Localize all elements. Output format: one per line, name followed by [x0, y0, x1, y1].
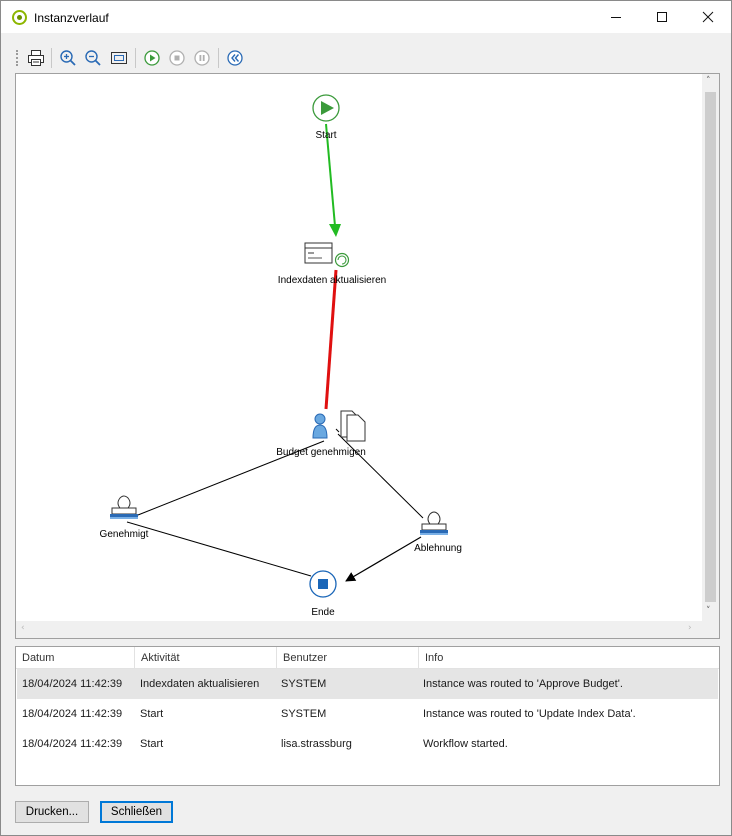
cell-activity: Start	[140, 738, 164, 750]
maximize-button[interactable]	[639, 1, 685, 33]
index-data-label: Indexdaten aktualisieren	[277, 275, 387, 286]
cell-date: 18/04/2024 11:42:39	[22, 678, 123, 690]
print-button[interactable]	[26, 48, 46, 68]
history-list[interactable]: Datum Aktivität Benutzer Info 18/04/2024…	[15, 646, 720, 786]
back-button[interactable]	[225, 48, 245, 68]
zoom-out-icon	[85, 50, 101, 66]
cell-activity: Start	[140, 708, 164, 720]
approved-node[interactable]	[110, 495, 138, 519]
edge-arrow-green	[329, 224, 341, 237]
cell-info: Instance was routed to 'Approve Budget'.	[423, 678, 623, 690]
toolbar	[14, 45, 254, 71]
title-bar: Instanzverlauf	[1, 1, 731, 33]
horizontal-scrollbar[interactable]: ‹ ›	[16, 621, 702, 638]
cell-date: 18/04/2024 11:42:39	[22, 738, 123, 750]
rejected-node[interactable]	[420, 511, 448, 535]
toolbar-separator	[218, 48, 219, 68]
cell-user: SYSTEM	[281, 678, 327, 690]
start-node[interactable]	[312, 94, 340, 122]
maximize-icon	[657, 12, 667, 22]
edge-approved-to-end	[126, 521, 312, 577]
budget-approval-node[interactable]	[312, 410, 366, 442]
minimize-icon	[611, 17, 621, 18]
column-header-info[interactable]: Info	[425, 652, 444, 664]
scrollbar-corner	[702, 621, 719, 638]
fit-to-window-button[interactable]	[109, 48, 129, 68]
table-row[interactable]: 18/04/2024 11:42:39 Indexdaten aktualisi…	[17, 669, 718, 699]
toolbar-separator	[135, 48, 136, 68]
edge-budget-to-rejected	[337, 433, 424, 519]
vertical-scrollbar[interactable]: ˄ ˅	[702, 74, 719, 622]
toolbar-grip[interactable]	[16, 50, 18, 66]
rejected-label: Ablehnung	[414, 543, 462, 554]
pause-icon	[194, 50, 210, 66]
table-row[interactable]: 18/04/2024 11:42:39 Start SYSTEM Instanc…	[17, 699, 718, 729]
cell-date: 18/04/2024 11:42:39	[22, 708, 123, 720]
edge-index-to-budget	[324, 269, 338, 410]
zoom-in-button[interactable]	[58, 48, 78, 68]
scroll-right-icon[interactable]: ›	[688, 623, 692, 633]
column-header-activity[interactable]: Aktivität	[135, 647, 277, 669]
pause-button[interactable]	[192, 48, 212, 68]
play-button[interactable]	[142, 48, 162, 68]
window-title: Instanzverlauf	[34, 11, 109, 25]
toolbar-separator	[51, 48, 52, 68]
close-icon	[702, 11, 714, 23]
scroll-up-icon[interactable]: ˄	[706, 76, 711, 86]
scroll-left-icon[interactable]: ‹	[21, 623, 25, 633]
printer-icon	[28, 50, 44, 66]
cell-user: SYSTEM	[281, 708, 327, 720]
edge-rejected-to-end	[345, 536, 422, 582]
index-data-node[interactable]	[304, 242, 350, 268]
zoom-in-icon	[60, 50, 76, 66]
minimize-button[interactable]	[593, 1, 639, 33]
play-icon	[144, 50, 160, 66]
double-chevron-left-icon	[227, 50, 243, 66]
workflow-diagram[interactable]: Start Indexdaten aktualisieren Budget ge…	[15, 73, 720, 639]
column-header-user[interactable]: Benutzer	[277, 647, 419, 669]
end-label: Ende	[311, 607, 335, 618]
table-row[interactable]: 18/04/2024 11:42:39 Start lisa.strassbur…	[17, 729, 718, 759]
cell-activity: Indexdaten aktualisieren	[140, 678, 260, 690]
stop-icon	[169, 50, 185, 66]
zoom-out-button[interactable]	[83, 48, 103, 68]
end-node[interactable]	[309, 570, 337, 598]
edge-budget-to-approved	[137, 440, 325, 516]
app-icon	[12, 10, 27, 25]
edge-start-to-index	[325, 123, 336, 227]
start-label: Start	[315, 130, 337, 141]
scroll-down-icon[interactable]: ˅	[706, 606, 711, 616]
column-header-date[interactable]: Datum	[16, 647, 135, 669]
cell-user: lisa.strassburg	[281, 738, 352, 750]
stop-button[interactable]	[167, 48, 187, 68]
fit-to-window-icon	[111, 52, 127, 64]
budget-approval-label: Budget genehmigen	[276, 447, 366, 458]
close-window-button[interactable]	[685, 1, 731, 33]
history-list-header: Datum Aktivität Benutzer Info	[16, 647, 719, 669]
workflow-diagram-svg	[110, 94, 448, 598]
cell-info: Instance was routed to 'Update Index Dat…	[423, 708, 636, 720]
approved-label: Genehmigt	[99, 529, 149, 540]
print-dialog-button[interactable]: Drucken...	[15, 801, 89, 823]
vertical-scroll-thumb[interactable]	[705, 92, 716, 602]
cell-info: Workflow started.	[423, 738, 508, 750]
close-button[interactable]: Schließen	[100, 801, 173, 823]
